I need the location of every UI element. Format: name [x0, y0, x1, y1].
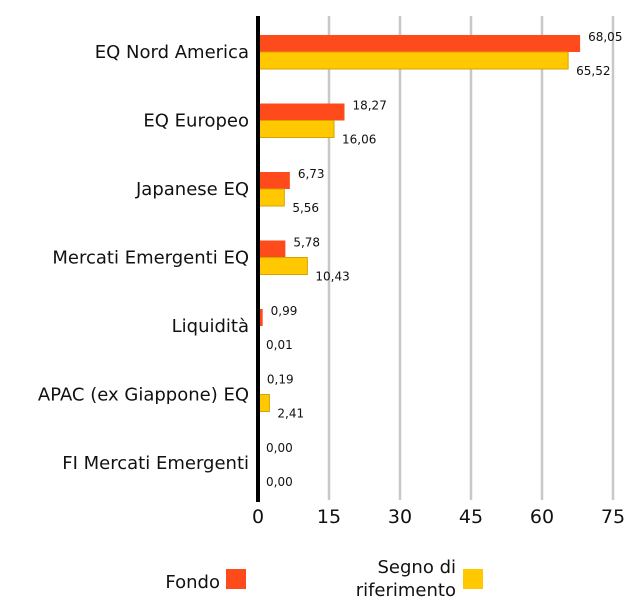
value-label-fondo-2: 6,73 — [298, 167, 325, 181]
value-label-segno-0: 65,52 — [576, 64, 610, 78]
x-tick-label-2: 30 — [388, 506, 412, 528]
category-label-4: Liquidità — [172, 316, 249, 337]
value-label-fondo-0: 68,05 — [588, 30, 622, 44]
grid-lines — [327, 16, 615, 500]
category-label-2: Japanese EQ — [135, 179, 249, 200]
category-label-3: Mercati Emergenti EQ — [52, 248, 249, 269]
x-tick-label-3: 45 — [459, 506, 483, 528]
bar-segno-3 — [257, 257, 308, 275]
legend-fondo-label: Fondo — [165, 572, 220, 593]
x-tick-labels: 0 15 30 45 60 75 — [252, 506, 625, 528]
legend-segno-swatch — [463, 569, 483, 589]
bars — [257, 35, 581, 412]
value-label-fondo-3: 5,78 — [293, 236, 320, 250]
value-labels: 68,05 65,52 18,27 16,06 6,73 5,56 5,78 10,43 0,9… — [266, 30, 622, 489]
category-label-0: EQ Nord America — [95, 42, 249, 63]
value-label-fondo-6: 0,00 — [266, 441, 293, 455]
value-label-fondo-1: 18,27 — [352, 99, 386, 113]
x-tick-label-0: 0 — [252, 506, 264, 528]
legend-fondo-swatch — [226, 569, 246, 589]
value-label-segno-6: 0,00 — [266, 475, 293, 489]
bar-fondo-3 — [258, 240, 286, 258]
bar-segno-2 — [257, 188, 285, 207]
bar-fondo-0 — [258, 35, 581, 52]
bar-segno-1 — [257, 120, 335, 138]
legend-segno-label-line2: riferimento — [356, 580, 456, 601]
legend-segno-label-line1: Segno di — [378, 557, 457, 578]
value-label-segno-2: 5,56 — [292, 201, 319, 215]
legend: Fondo Segno di riferimento — [165, 557, 483, 601]
value-label-segno-5: 2,41 — [277, 407, 304, 421]
x-tick-label-4: 60 — [530, 506, 554, 528]
bar-fondo-1 — [258, 103, 345, 121]
value-label-fondo-4: 0,99 — [271, 304, 298, 318]
bar-fondo-2 — [258, 172, 290, 189]
value-label-segno-4: 0,01 — [266, 338, 293, 352]
bar-fondo-4 — [258, 309, 263, 326]
value-label-segno-3: 10,43 — [315, 270, 349, 284]
x-tick-label-5: 75 — [601, 506, 625, 528]
category-label-1: EQ Europeo — [143, 111, 249, 132]
x-tick-label-1: 15 — [317, 506, 341, 528]
value-label-fondo-5: 0,19 — [267, 373, 294, 387]
category-label-6: FI Mercati Emergenti — [62, 453, 249, 474]
bar-segno-0 — [257, 51, 569, 70]
value-label-segno-1: 16,06 — [342, 133, 376, 147]
category-label-5: APAC (ex Giappone) EQ — [38, 385, 249, 406]
